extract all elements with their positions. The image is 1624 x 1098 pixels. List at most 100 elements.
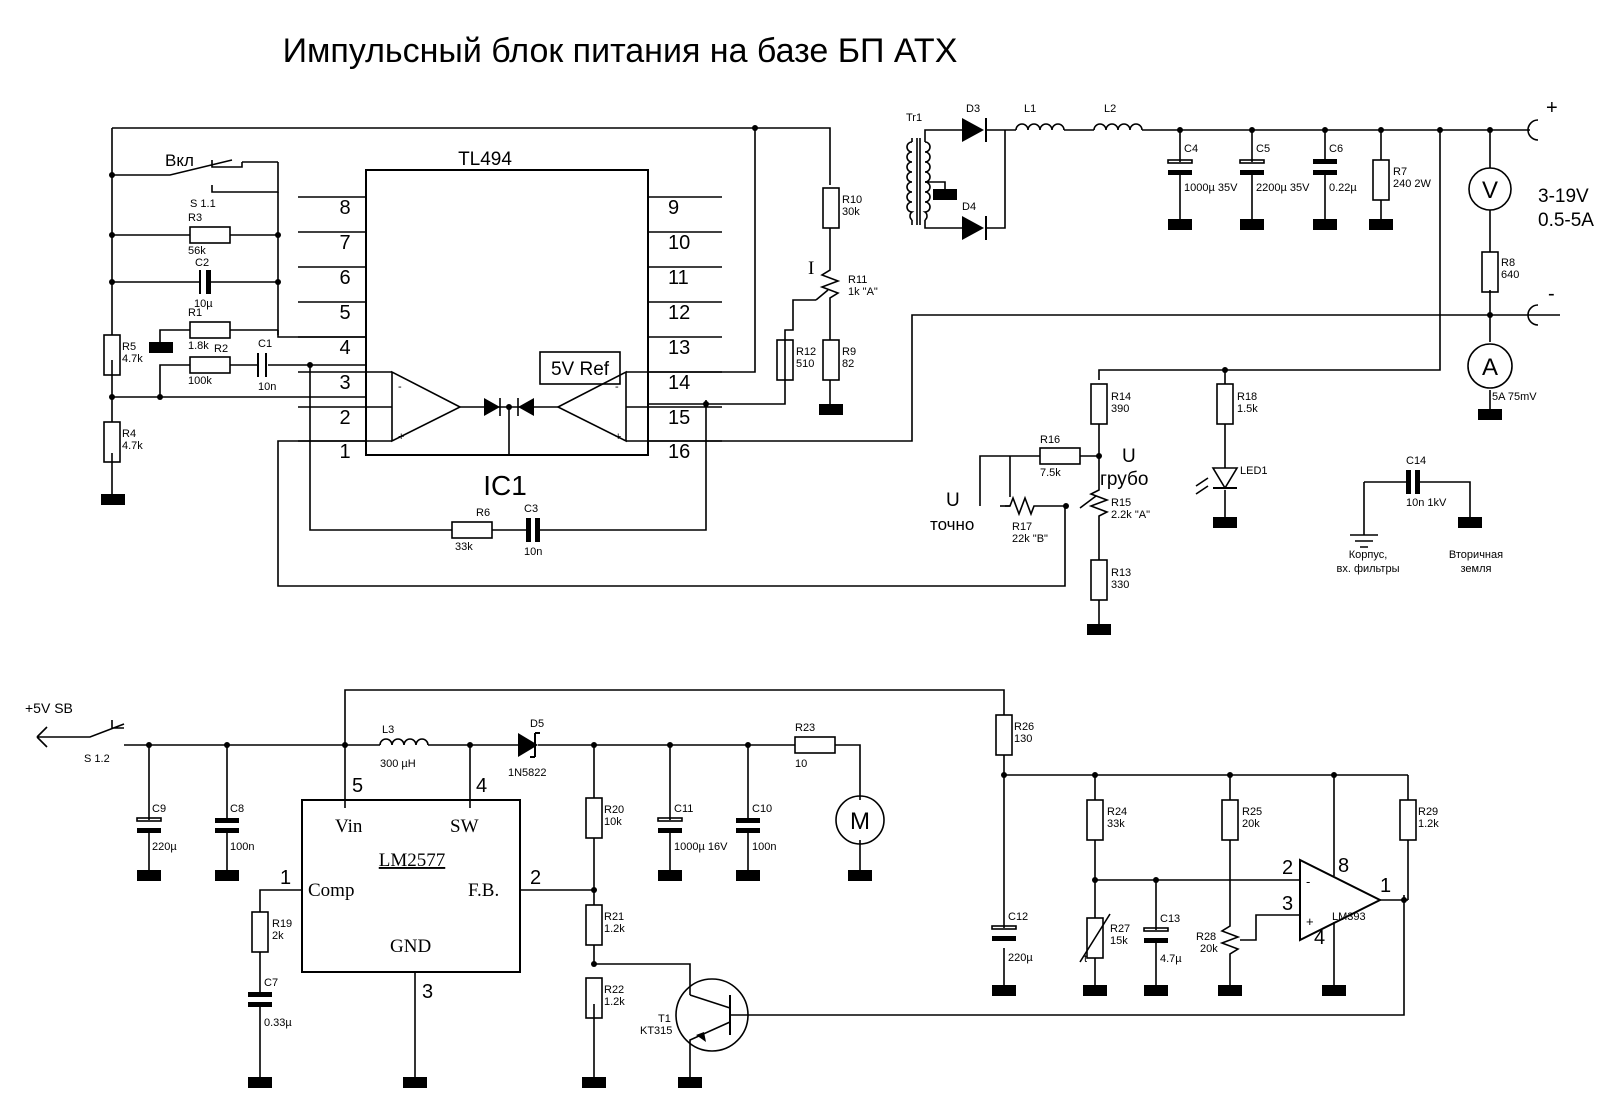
r10-val: 30k <box>842 206 860 218</box>
c3-capacitor <box>535 518 540 542</box>
vref-label: 5V Ref <box>551 359 610 380</box>
pin-9: 9 <box>668 197 679 219</box>
l1-label: L1 <box>1024 103 1036 115</box>
s11-label: S 1.1 <box>190 198 216 210</box>
c6-ref: C6 <box>1329 143 1343 155</box>
r15-val: 2.2k "A" <box>1111 509 1150 521</box>
d5-diode <box>518 733 538 757</box>
lm393-pin1: 1 <box>1380 875 1391 897</box>
internal-diode-2 <box>518 398 534 416</box>
r21-resistor <box>585 904 603 946</box>
c5-ref: C5 <box>1256 143 1270 155</box>
r5-val: 4.7k <box>122 353 143 365</box>
r6-val: 33k <box>455 541 473 553</box>
r20-resistor <box>585 797 603 839</box>
c9-val: 220µ <box>152 841 177 853</box>
pin-5: 5 <box>339 302 350 324</box>
r8-resistor <box>1481 251 1499 293</box>
l3-val: 300 µH <box>380 758 416 770</box>
r24-val: 33k <box>1107 818 1125 830</box>
coarse-label: грубо <box>1100 469 1148 490</box>
c8-val: 100n <box>230 841 254 853</box>
r10-resistor <box>822 187 840 229</box>
c6-capacitor <box>1313 170 1337 175</box>
r25-resistor <box>1221 799 1239 841</box>
r23-ref: R23 <box>795 722 815 734</box>
lm2577-name: LM2577 <box>379 850 446 871</box>
r27-val: 15k <box>1110 935 1128 947</box>
r8-val: 640 <box>1501 269 1519 281</box>
sec-ground-label-2: земля <box>1461 563 1492 575</box>
d4-label: D4 <box>962 201 976 213</box>
c4-ref: C4 <box>1184 143 1198 155</box>
r29-ref: R29 <box>1418 806 1438 818</box>
r3-val: 56k <box>188 245 206 257</box>
r29-val: 1.2k <box>1418 818 1439 830</box>
d3-diode <box>962 118 984 142</box>
ic1-body <box>365 169 649 456</box>
r17-val: 22k "B" <box>1012 533 1048 545</box>
minus-terminal: - <box>1548 283 1555 305</box>
r22-val: 1.2k <box>604 996 625 1008</box>
r26-resistor <box>995 714 1013 756</box>
r18-resistor <box>1216 383 1234 425</box>
r24-resistor <box>1086 799 1104 841</box>
c1-ref: C1 <box>258 338 272 350</box>
r26-val: 130 <box>1014 733 1032 745</box>
pin-14: 14 <box>668 372 690 394</box>
lm2577-pin4: 4 <box>476 775 487 797</box>
r9-resistor <box>822 339 840 381</box>
r7-resistor <box>1372 159 1390 201</box>
pin-12: 12 <box>668 302 690 324</box>
r25-ref: R25 <box>1242 806 1262 818</box>
tr1-label: Tr1 <box>906 112 922 124</box>
r5-ref: R5 <box>122 341 136 353</box>
led1-label: LED1 <box>1240 465 1268 477</box>
lm2577-fb: F.B. <box>468 880 499 901</box>
r27-ref: R27 <box>1110 923 1130 935</box>
ammeter <box>1467 343 1513 389</box>
i-label: I <box>808 258 814 279</box>
c14-capacitor <box>1415 470 1420 494</box>
ammeter-symbol: A <box>1482 354 1498 381</box>
lm2577-pin3: 3 <box>422 981 433 1003</box>
r3-resistor <box>189 226 231 244</box>
r16-val: 7.5k <box>1040 467 1061 479</box>
c13-capacitor <box>1144 938 1168 943</box>
r21-ref: R21 <box>604 911 624 923</box>
r13-resistor <box>1090 559 1108 601</box>
t1-val: KT315 <box>640 1025 672 1037</box>
lm2577-section: +5V SB S 1.2 C9 220µ C8 100n L3 300 µH D… <box>25 689 1439 1088</box>
r1-val: 1.8k <box>188 340 209 352</box>
svg-text:-: - <box>398 381 402 393</box>
vref-box <box>539 351 621 385</box>
c14-val: 10n 1kV <box>1406 497 1447 509</box>
c10-capacitor <box>736 828 760 833</box>
r14-resistor <box>1090 383 1108 425</box>
svg-text:-: - <box>1306 874 1310 889</box>
lm2577-gnd: GND <box>390 936 431 957</box>
t1-ref: T1 <box>658 1013 671 1025</box>
pin-2: 2 <box>339 407 350 429</box>
d5-ref: D5 <box>530 718 544 730</box>
pin-1: 1 <box>339 441 350 463</box>
r2-resistor <box>189 356 231 374</box>
r6-ref: R6 <box>476 507 490 519</box>
ic1-name: IC1 <box>483 470 527 501</box>
c12-ref: C12 <box>1008 911 1028 923</box>
r20-val: 10k <box>604 816 622 828</box>
motor-symbol: M <box>850 808 870 835</box>
c4-capacitor <box>1168 170 1192 175</box>
r11-ref: R11 <box>848 274 867 286</box>
r1-ref: R1 <box>188 307 202 319</box>
lm2577-pin1: 1 <box>280 867 291 889</box>
svg-text:+: + <box>398 431 404 443</box>
r3-ref: R3 <box>188 212 202 224</box>
r14-val: 390 <box>1111 403 1129 415</box>
r25-val: 20k <box>1242 818 1260 830</box>
c2-ref: C2 <box>195 257 209 269</box>
lm2577-sw: SW <box>450 816 479 837</box>
chassis-ground-icon <box>1350 534 1378 548</box>
r17-ref: R17 <box>1012 521 1032 533</box>
